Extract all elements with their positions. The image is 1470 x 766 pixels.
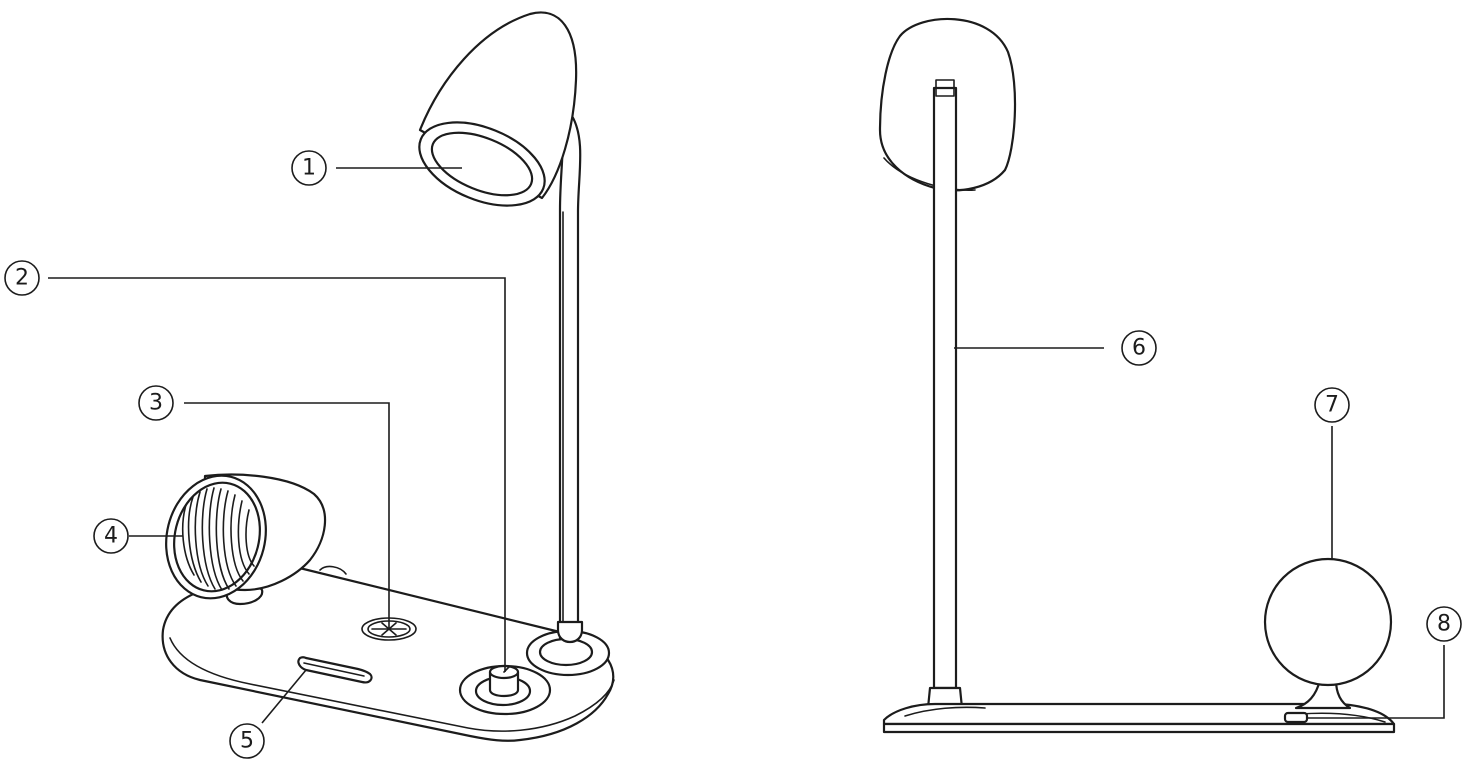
side-view [878,17,1396,734]
leader-5 [261,669,307,724]
callout-6-label: 6 [1132,336,1146,361]
speaker-grille [181,487,255,591]
callout-4: 4 [93,518,129,554]
card-slot [297,656,373,684]
leader-2 [48,277,506,672]
callout-1: 1 [291,150,327,186]
lamp-head [418,11,578,207]
callout-7-label: 7 [1325,393,1339,418]
control-knob [458,664,552,716]
callout-4-label: 4 [104,524,118,549]
callout-8: 8 [1426,606,1462,642]
callout-5-label: 5 [240,729,254,754]
callout-2: 2 [4,260,40,296]
callout-8-label: 8 [1437,612,1451,637]
leader-3 [184,402,390,628]
lamp-arm [556,114,584,644]
callout-3-label: 3 [149,391,163,416]
side-speaker [1263,557,1393,710]
side-lamp-arm [926,79,964,710]
perspective-view [161,11,615,742]
leader-8 [1306,645,1445,719]
callout-5: 5 [229,723,265,759]
callout-7: 7 [1314,387,1350,423]
side-base [882,702,1396,734]
speaker [165,473,327,606]
usb-port [1283,711,1309,724]
callout-6: 6 [1121,330,1157,366]
callout-1-label: 1 [302,156,316,181]
callout-3: 3 [138,385,174,421]
callout-2-label: 2 [15,266,29,291]
leader-lines [48,167,1445,724]
